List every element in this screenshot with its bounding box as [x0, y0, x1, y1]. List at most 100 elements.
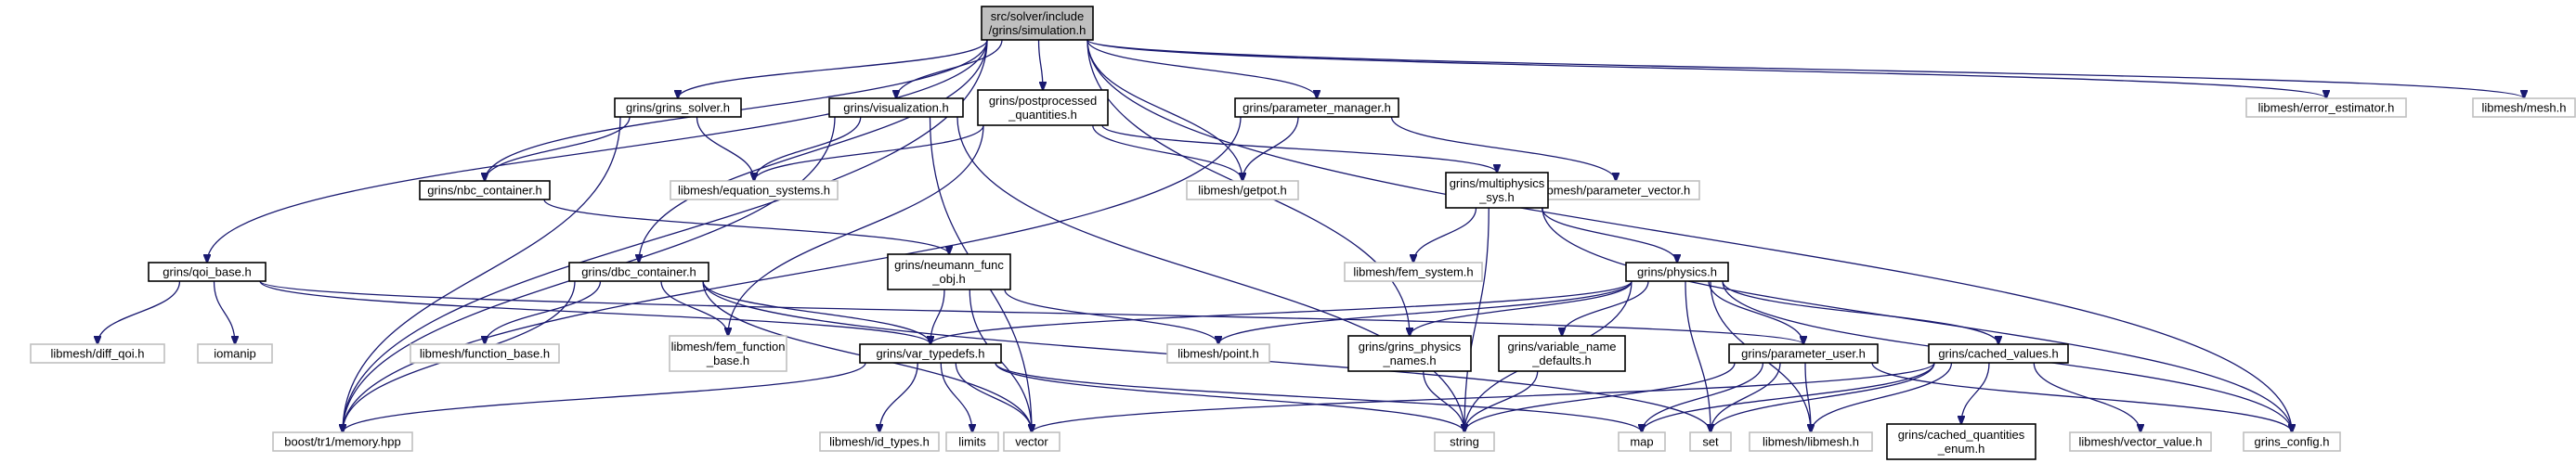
node-physics[interactable]: grins/physics.h	[1625, 262, 1729, 282]
node-label-grins_physics_names-1: _names.h	[1382, 354, 1436, 367]
node-qoi_base[interactable]: grins/qoi_base.h	[148, 262, 267, 282]
node-label-cached_quantities_enum-0: grins/cached_quantities	[1898, 428, 2025, 442]
node-box-getpot	[1186, 180, 1299, 200]
edge-physics-to-var_typedefs	[930, 280, 1633, 344]
node-box-memory	[272, 431, 413, 452]
edge-root-to-dbc_container	[639, 39, 988, 263]
node-box-neumann_func_obj[interactable]	[887, 253, 1011, 290]
edge-root-to-grins_solver	[678, 39, 988, 98]
edge-parameter_user-to-map	[1642, 362, 1764, 432]
edge-grins_solver-to-nbc_container	[485, 116, 631, 181]
node-box-parameter_user[interactable]	[1728, 343, 1879, 364]
node-error_estimator: libmesh/error_estimator.h	[2245, 97, 2407, 118]
node-label-point-0: libmesh/point.h	[1177, 347, 1258, 361]
node-label-root-1: /grins/simulation.h	[989, 23, 1086, 37]
edge-parameter_user-to-grins_config	[1871, 362, 2292, 432]
node-label-grins_config-0: grins_config.h	[2255, 435, 2330, 449]
node-label-nbc_container-0: grins/nbc_container.h	[427, 184, 542, 198]
node-label-grins_physics_names-0: grins/grins_physics	[1359, 340, 1462, 354]
node-label-libmesh-0: libmesh/libmesh.h	[1763, 435, 1859, 449]
node-grins_solver[interactable]: grins/grins_solver.h	[614, 97, 742, 118]
node-box-parameter_manager[interactable]	[1234, 97, 1399, 118]
node-var_typedefs[interactable]: grins/var_typedefs.h	[859, 343, 1002, 364]
node-box-cached_values[interactable]	[1928, 343, 2069, 364]
node-visualization[interactable]: grins/visualization.h	[828, 97, 964, 118]
node-dbc_container[interactable]: grins/dbc_container.h	[568, 262, 709, 282]
node-variable_name_defaults[interactable]: grins/variable_name_defaults.h	[1498, 335, 1626, 372]
edge-postprocessed-to-fem_function_base	[728, 124, 984, 336]
node-box-error_estimator	[2245, 97, 2407, 118]
node-root[interactable]: src/solver/include/grins/simulation.h	[981, 6, 1094, 41]
node-label-iomanip-0: iomanip	[214, 347, 256, 361]
node-parameter_user[interactable]: grins/parameter_user.h	[1728, 343, 1879, 364]
node-label-parameter_manager-0: grins/parameter_manager.h	[1242, 101, 1391, 115]
node-libmesh: libmesh/libmesh.h	[1749, 431, 1873, 452]
node-box-root[interactable]	[981, 6, 1094, 41]
node-string: string	[1434, 431, 1495, 452]
node-label-visualization-0: grins/visualization.h	[843, 101, 948, 115]
node-label-memory-0: boost/tr1/memory.hpp	[284, 435, 400, 449]
edge-cached_values-to-cached_quantities_enum	[1961, 362, 1990, 424]
node-box-grins_physics_names[interactable]	[1347, 335, 1472, 372]
node-box-physics[interactable]	[1625, 262, 1729, 282]
node-label-dbc_container-0: grins/dbc_container.h	[581, 265, 696, 279]
node-label-variable_name_defaults-0: grins/variable_name	[1507, 340, 1616, 354]
edge-neumann_func_obj-to-var_typedefs	[930, 289, 945, 344]
node-box-variable_name_defaults[interactable]	[1498, 335, 1626, 372]
node-box-visualization[interactable]	[828, 97, 964, 118]
node-box-set	[1689, 431, 1732, 452]
node-box-iomanip	[197, 343, 273, 364]
node-label-parameter_vector-0: libmesh/parameter_vector.h	[1542, 184, 1690, 198]
node-neumann_func_obj[interactable]: grins/neumann_func_obj.h	[887, 253, 1011, 290]
node-multiphysics_sys[interactable]: grins/multiphysics_sys.h	[1445, 172, 1549, 209]
edge-root-to-getpot	[1086, 39, 1242, 181]
node-box-multiphysics_sys[interactable]	[1445, 172, 1549, 209]
node-box-dbc_container[interactable]	[568, 262, 709, 282]
node-label-grins_solver-0: grins/grins_solver.h	[626, 101, 730, 115]
edge-var_typedefs-to-memory	[343, 362, 866, 432]
edge-dbc_container-to-fem_function_base	[660, 280, 728, 336]
node-box-var_typedefs[interactable]	[859, 343, 1002, 364]
edge-neumann_func_obj-to-point	[1004, 289, 1218, 344]
edge-dbc_container-to-function_base	[485, 280, 602, 344]
node-box-cached_quantities_enum[interactable]	[1886, 423, 2036, 460]
edge-grins_physics_names-to-string	[1423, 370, 1464, 432]
node-grins_physics_names[interactable]: grins/grins_physics_names.h	[1347, 335, 1472, 372]
edge-postprocessed-to-multiphysics_sys	[1101, 124, 1497, 173]
edge-visualization-to-equation_systems	[754, 116, 862, 181]
node-box-qoi_base[interactable]	[148, 262, 267, 282]
node-label-string-0: string	[1450, 435, 1479, 449]
edge-visualization-to-string	[956, 116, 1464, 432]
node-mesh: libmesh/mesh.h	[2472, 97, 2576, 118]
edge-var_typedefs-to-map	[995, 362, 1642, 432]
node-box-diff_qoi	[30, 343, 165, 364]
node-box-nbc_container[interactable]	[419, 180, 551, 200]
node-label-postprocessed-1: _quantities.h	[1008, 108, 1077, 122]
node-layer: src/solver/include/grins/simulation.h gri…	[30, 6, 2576, 460]
edge-root-to-grins_config	[1086, 39, 2292, 432]
node-postprocessed[interactable]: grins/postprocessed_quantities.h	[977, 89, 1109, 126]
node-nbc_container[interactable]: grins/nbc_container.h	[419, 180, 551, 200]
edge-nbc_container-to-neumann_func_obj	[543, 199, 949, 254]
node-cached_quantities_enum[interactable]: grins/cached_quantities_enum.h	[1886, 423, 2036, 460]
edge-parameter_manager-to-memory	[343, 116, 1242, 432]
edge-physics-to-point	[1218, 280, 1633, 344]
node-box-grins_config	[2243, 431, 2341, 452]
node-label-mesh-0: libmesh/mesh.h	[2481, 101, 2566, 115]
node-id_types: libmesh/id_types.h	[819, 431, 940, 452]
edge-physics-to-parameter_user	[1708, 280, 1803, 344]
node-label-root-0: src/solver/include	[991, 9, 1084, 23]
node-box-postprocessed[interactable]	[977, 89, 1109, 126]
node-box-grins_solver[interactable]	[614, 97, 742, 118]
edge-root-to-error_estimator	[1086, 39, 2326, 98]
node-limits: limits	[945, 431, 999, 452]
node-parameter_vector: libmesh/parameter_vector.h	[1531, 180, 1700, 200]
edge-parameter_user-to-set	[1711, 362, 1781, 432]
node-getpot: libmesh/getpot.h	[1186, 180, 1299, 200]
node-label-physics-0: grins/physics.h	[1637, 265, 1717, 279]
node-cached_values[interactable]: grins/cached_values.h	[1928, 343, 2069, 364]
edge-root-to-mesh	[1086, 39, 2524, 98]
node-label-cached_quantities_enum-1: _enum.h	[1937, 442, 1985, 456]
node-parameter_manager[interactable]: grins/parameter_manager.h	[1234, 97, 1399, 118]
node-label-qoi_base-0: grins/qoi_base.h	[163, 265, 251, 279]
